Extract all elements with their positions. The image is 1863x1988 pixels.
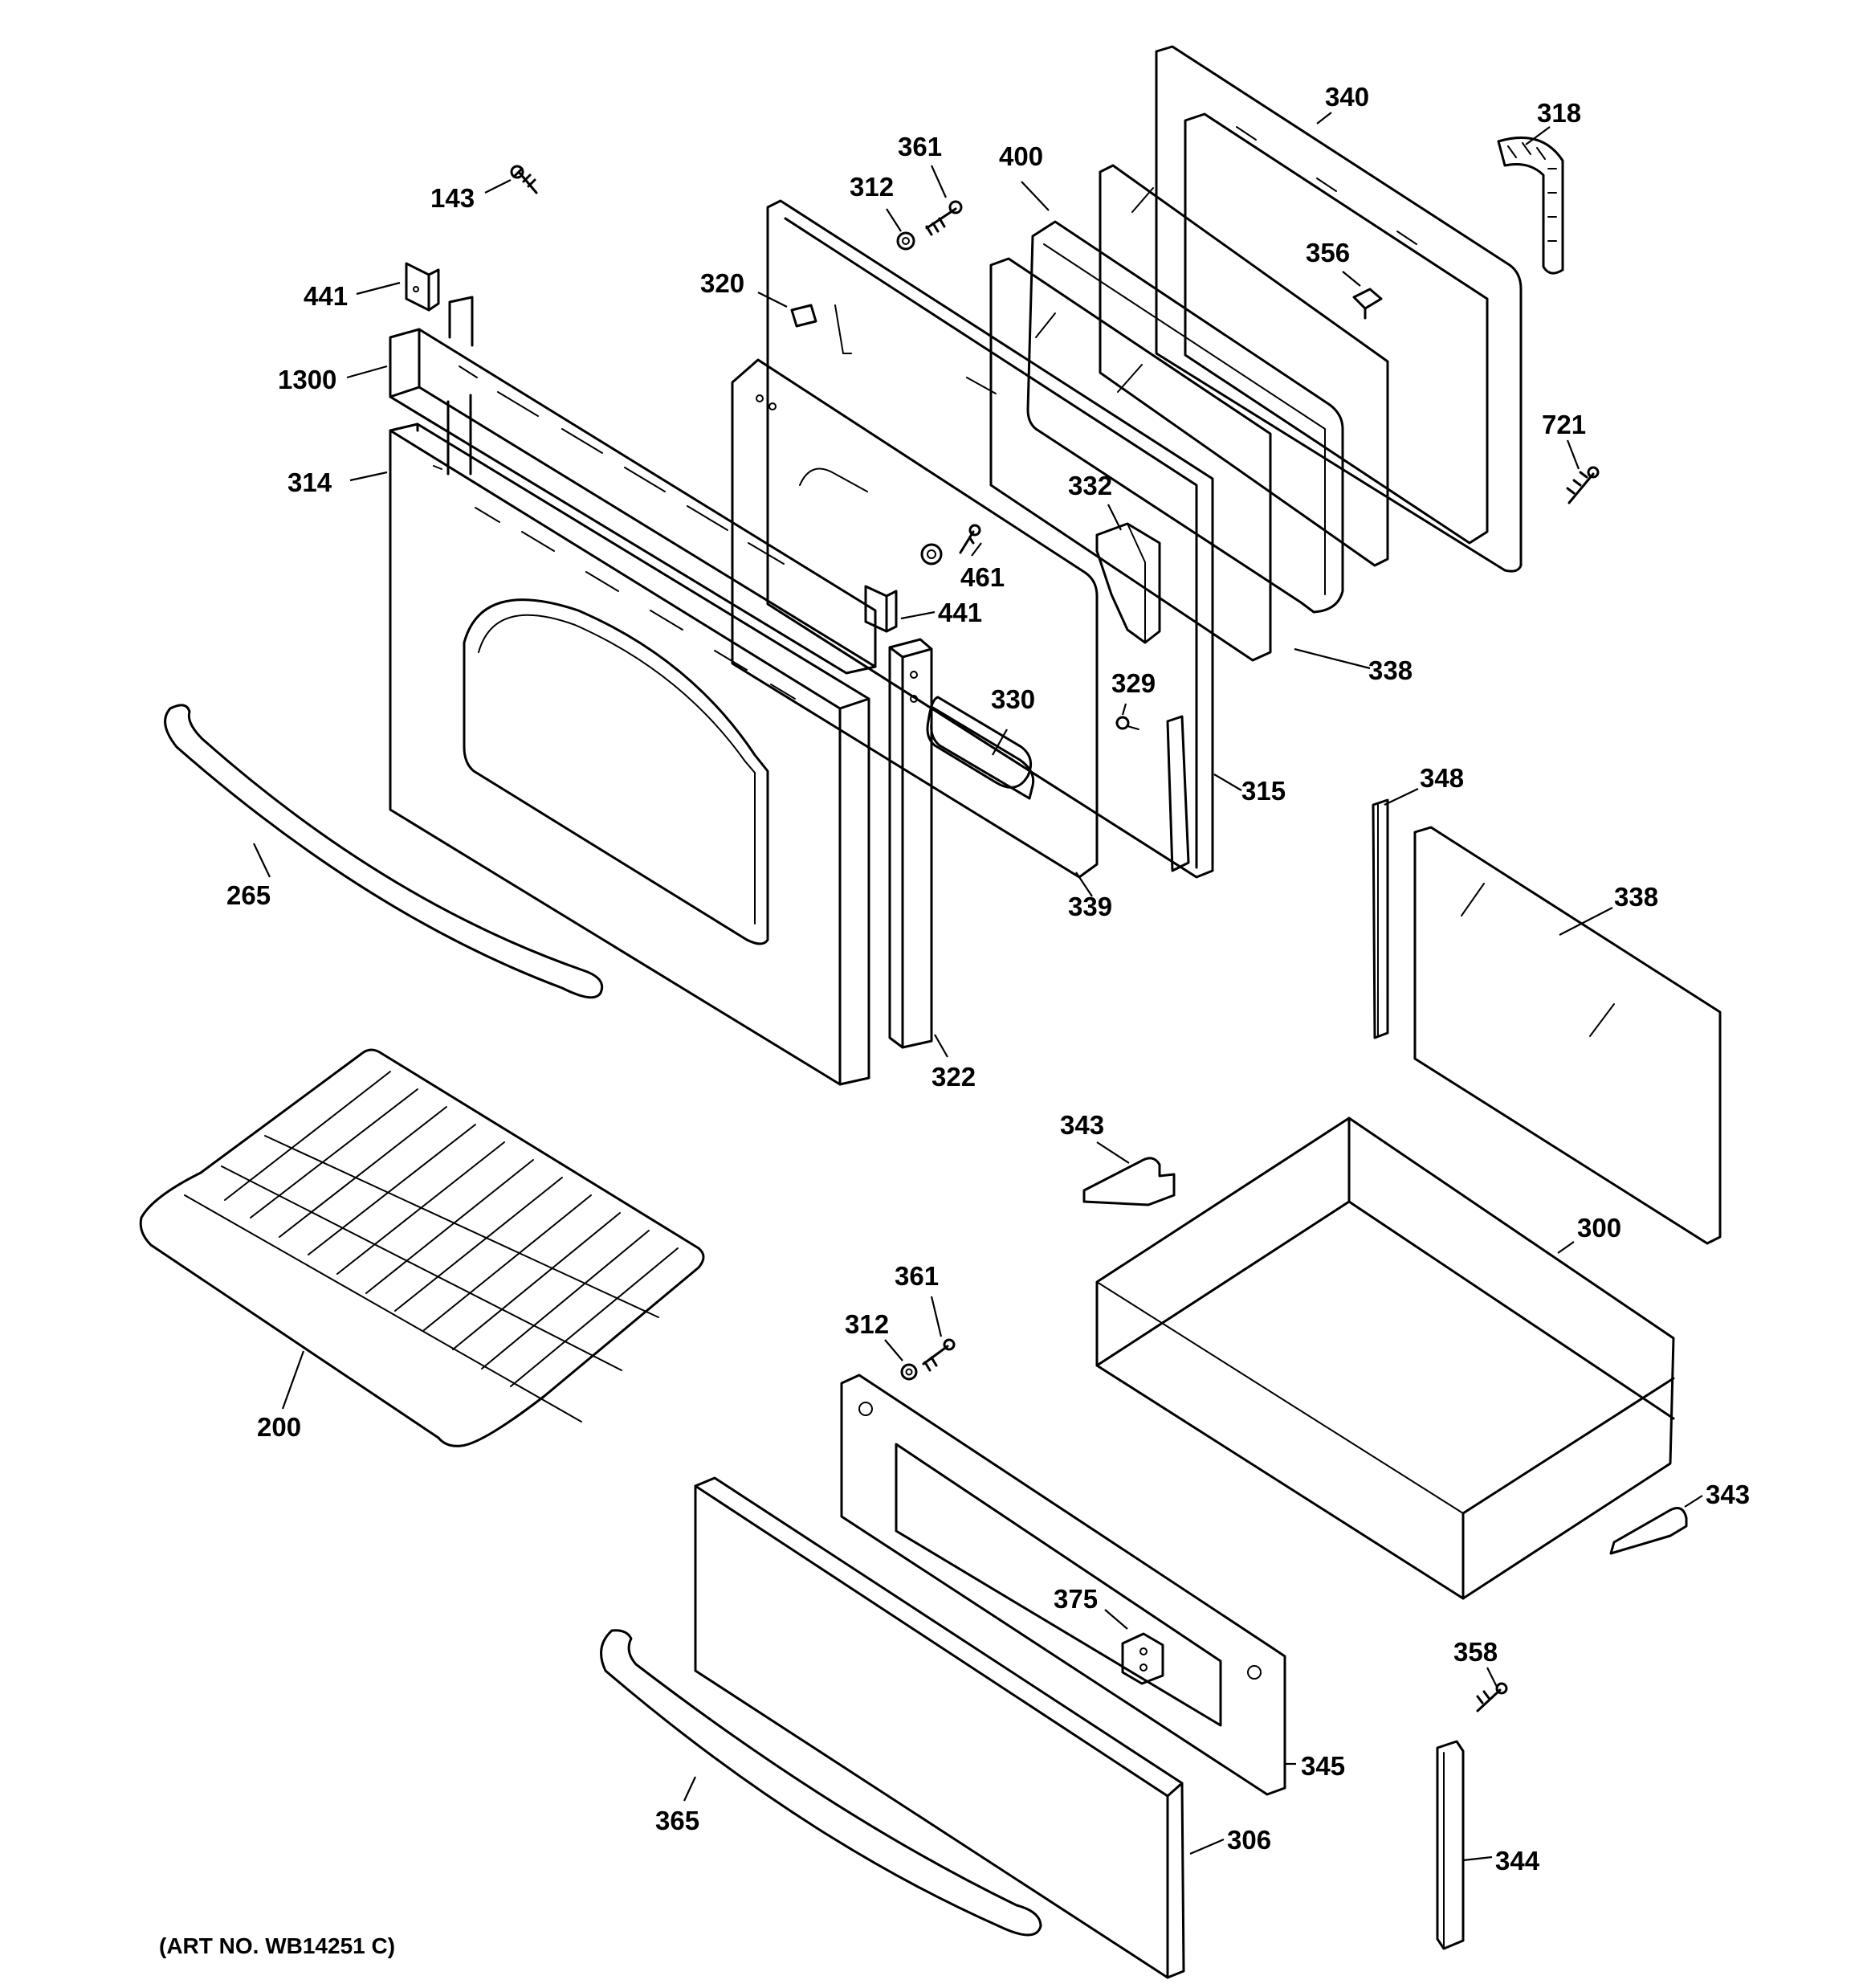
bracket-441-upper (405, 262, 440, 312)
slide-343-lower (1609, 1507, 1688, 1555)
slide-343-upper (1082, 1157, 1176, 1206)
nut-312-lower (900, 1363, 918, 1381)
callout-721: 721 (1542, 410, 1586, 439)
callout-339: 339 (1068, 892, 1112, 921)
hinge-channel-322 (888, 638, 933, 1049)
callout-312-lower: 312 (845, 1309, 889, 1339)
callout-314: 314 (287, 467, 332, 497)
callout-315: 315 (1241, 776, 1286, 806)
callout-375: 375 (1054, 1584, 1098, 1614)
callout-356: 356 (1306, 238, 1350, 267)
callout-312-upper: 312 (850, 172, 894, 202)
callout-400: 400 (999, 141, 1043, 171)
screw-361-upper (925, 200, 963, 236)
bracket-375 (1121, 1632, 1164, 1685)
callout-361-upper: 361 (898, 132, 942, 161)
door-handle-265 (164, 704, 604, 999)
callout-1300: 1300 (278, 365, 336, 394)
callout-361-lower: 361 (895, 1261, 939, 1291)
callout-441-lower: 441 (938, 598, 982, 627)
screw-143 (510, 165, 538, 194)
glass-338-lower (1413, 826, 1722, 1245)
glass-338-upper (989, 257, 1272, 662)
bracket-441-lower (864, 585, 898, 633)
glass-338-inner (1099, 164, 1389, 567)
vent-trim-1300 (389, 296, 877, 675)
callout-320: 320 (700, 268, 744, 298)
callout-332: 332 (1068, 471, 1112, 500)
callout-343-upper: 343 (1060, 1110, 1104, 1140)
callout-322: 322 (932, 1062, 976, 1092)
drawer-front-306 (694, 1476, 1185, 1979)
callout-143: 143 (430, 183, 475, 213)
callout-343-lower: 343 (1706, 1480, 1750, 1509)
callout-338-upper: 338 (1368, 655, 1413, 685)
callout-329: 329 (1111, 668, 1156, 698)
side-strip-348 (1372, 798, 1389, 1039)
glass-frame-400 (1026, 220, 1344, 614)
gasket-318 (1497, 136, 1564, 275)
door-frame-340 (1155, 45, 1523, 573)
window-trim-330 (930, 705, 1035, 800)
screw-358 (1476, 1682, 1508, 1712)
callout-461: 461 (960, 562, 1005, 592)
callout-345: 345 (1301, 1751, 1345, 1781)
callout-348: 348 (1420, 763, 1464, 793)
screw-461 (920, 524, 981, 565)
callout-330: 330 (991, 684, 1035, 714)
callout-344: 344 (1495, 1846, 1540, 1876)
callout-365: 365 (655, 1806, 699, 1835)
callout-265: 265 (226, 880, 271, 910)
callout-338-lower: 338 (1614, 882, 1658, 912)
drawer-rail-344 (1436, 1740, 1465, 1950)
callout-318: 318 (1537, 98, 1581, 128)
callout-306: 306 (1227, 1825, 1271, 1855)
callout-labels: 143 441 1300 314 265 312 361 320 400 340… (226, 82, 1750, 1876)
inner-panel-339 (731, 358, 1099, 879)
callout-358: 358 (1453, 1637, 1498, 1667)
callout-300: 300 (1577, 1213, 1621, 1243)
callout-441-upper: 441 (304, 281, 348, 311)
leader-lines (253, 112, 1703, 1862)
drawer-panel-345 (840, 1374, 1286, 1796)
oven-rack-200 (139, 1048, 705, 1447)
drawer-box-300 (1095, 1116, 1675, 1600)
clip-356 (1352, 288, 1383, 320)
art-number: (ART NO. WB14251 C) (159, 1933, 395, 1958)
nut-312-upper (896, 231, 915, 251)
screw-361-lower (922, 1338, 956, 1372)
callout-200: 200 (257, 1412, 301, 1442)
screw-329 (1115, 716, 1139, 730)
drawer-handle-365 (600, 1629, 1042, 1937)
outer-door-314 (389, 423, 870, 1086)
callout-340: 340 (1325, 82, 1369, 112)
clip-320 (790, 304, 817, 328)
screw-721 (1566, 466, 1600, 504)
insulation-332 (1095, 522, 1161, 644)
